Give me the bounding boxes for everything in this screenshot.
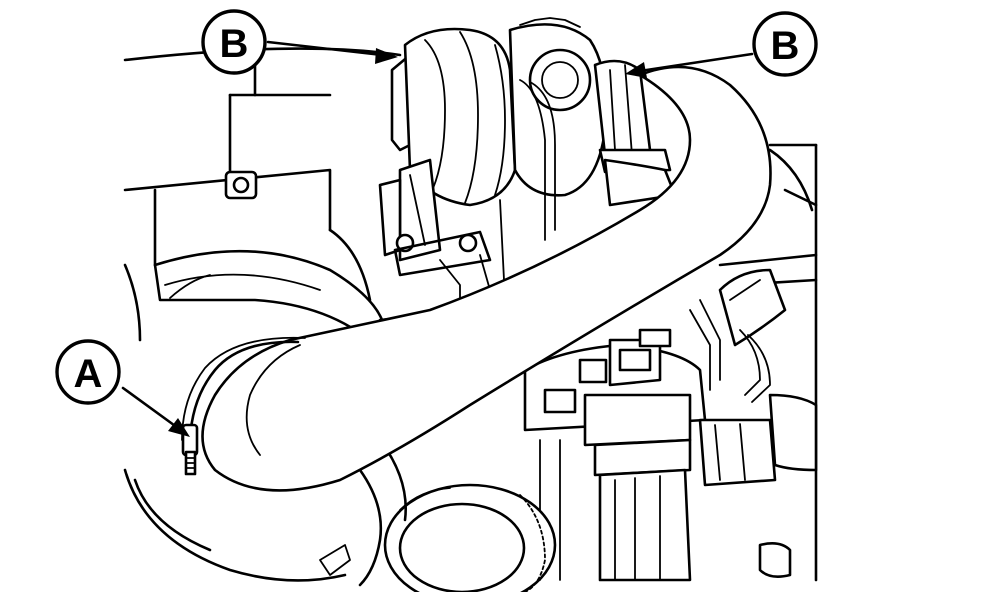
leader-line-b-left (266, 40, 384, 57)
callout-a-label: A (74, 352, 103, 396)
callout-b-right: B (752, 11, 818, 77)
fuel-filter-assembly (523, 268, 818, 582)
callout-b-right-label: B (771, 24, 800, 68)
bracket-bolt (224, 170, 258, 200)
leader-arrows (121, 40, 754, 437)
leader-line-a (121, 386, 180, 430)
turbocharger (378, 17, 677, 311)
callout-b-left: B (201, 9, 267, 75)
leader-line-b-right (638, 52, 754, 73)
arrowhead-b-right-icon (625, 62, 647, 78)
arrowhead-b-left-icon (375, 48, 398, 64)
callout-a: A (55, 339, 121, 405)
arrowhead-a-icon (168, 418, 190, 437)
intake-hose (201, 65, 772, 492)
callout-b-left-label: B (220, 22, 249, 66)
flywheel-pulley (383, 483, 557, 592)
